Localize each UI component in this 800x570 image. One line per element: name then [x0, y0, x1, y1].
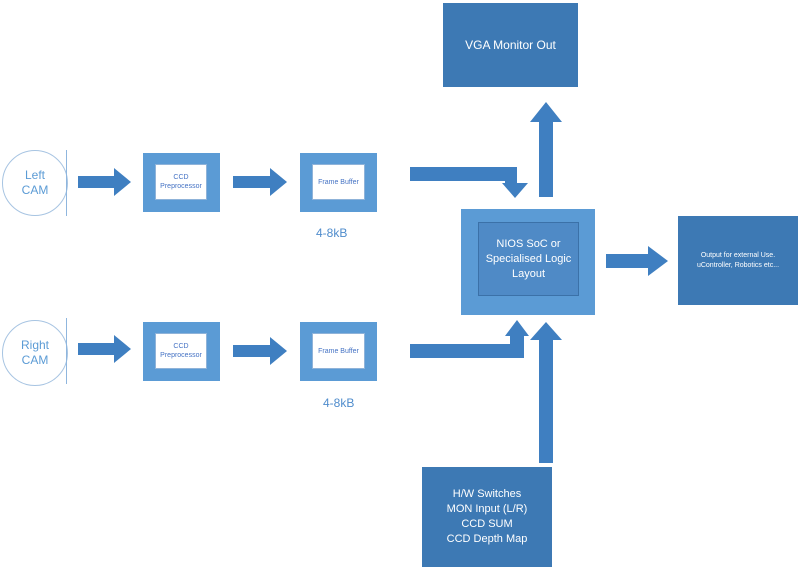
right-cam-label-line1: Right: [20, 338, 49, 352]
right-frame-buffer-size: 4-8kB: [323, 396, 355, 410]
left-frame-buffer-label: Frame Buffer: [318, 178, 359, 186]
arrow-right-ccd-to-buffer: [233, 337, 287, 365]
arrow-right-buffer-to-nios: [410, 320, 529, 358]
nios-label-line2: Specialised Logic: [485, 252, 572, 265]
right-cam-divider: [66, 318, 67, 384]
left-frame-buffer-size: 4-8kB: [316, 226, 348, 240]
left-ccd-preprocessor-label-box: CCD Preprocessor: [155, 164, 207, 200]
left-cam-label-line2: CAM: [21, 183, 49, 197]
output-label-line2: uController, Robotics etc...: [696, 261, 780, 269]
left-cam-divider: [66, 150, 67, 216]
arrow-nios-to-vga: [530, 102, 562, 197]
arrow-left-cam-to-ccd: [78, 168, 131, 196]
right-ccd-label-line2: Preprocessor: [160, 352, 202, 359]
left-ccd-label-line2: Preprocessor: [160, 183, 202, 190]
nios-label-line1: NIOS SoC or: [496, 237, 561, 250]
right-frame-buffer-label-box: Frame Buffer: [312, 333, 365, 369]
left-ccd-label-line1: CCD: [173, 174, 189, 181]
nios-label-line3: Layout: [511, 267, 546, 280]
left-cam-label-line1: Left: [24, 168, 45, 182]
switches-label-line2: MON Input (L/R): [446, 503, 528, 515]
hw-switches-box: H/W Switches MON Input (L/R) CCD SUM CCD…: [422, 467, 552, 567]
left-frame-buffer-label-box: Frame Buffer: [312, 164, 365, 200]
nios-soc-inner-box: NIOS SoC or Specialised Logic Layout: [478, 222, 579, 296]
left-cam-circle: Left CAM: [2, 150, 68, 216]
right-cam-label-line2: CAM: [21, 353, 49, 367]
right-ccd-label-line1: CCD: [173, 343, 189, 350]
arrow-left-buffer-to-nios: [410, 167, 528, 198]
vga-monitor-out-box: VGA Monitor Out: [443, 3, 578, 87]
arrow-left-ccd-to-buffer: [233, 168, 287, 196]
vga-monitor-out-label: VGA Monitor Out: [465, 38, 556, 52]
output-label-line1: Output for external Use.: [700, 251, 776, 259]
external-output-box: Output for external Use. uController, Ro…: [678, 216, 798, 305]
arrow-nios-to-output: [606, 246, 668, 276]
right-ccd-preprocessor-label-box: CCD Preprocessor: [155, 333, 207, 369]
right-cam-circle: Right CAM: [2, 320, 68, 386]
right-frame-buffer-label: Frame Buffer: [318, 347, 359, 355]
arrow-right-cam-to-ccd: [78, 335, 131, 363]
switches-label-line3: CCD SUM: [461, 518, 513, 530]
arrow-switches-to-nios: [530, 322, 562, 463]
switches-label-line1: H/W Switches: [452, 488, 522, 500]
switches-label-line4: CCD Depth Map: [446, 533, 528, 545]
